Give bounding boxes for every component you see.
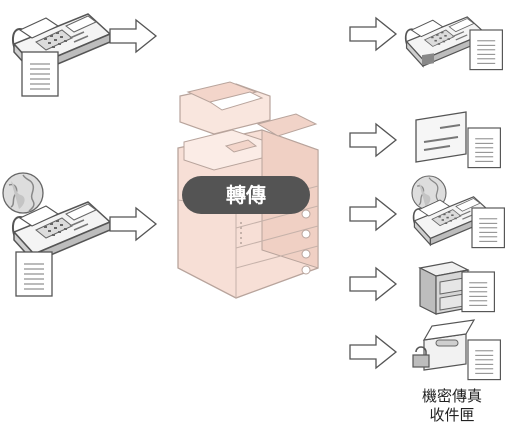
arrow-right-icon: [349, 197, 397, 231]
arrow-right-icon: [349, 17, 397, 51]
output-email: [415, 53, 501, 169]
arrow-right-icon: [349, 335, 397, 369]
email-envelope-icon: [415, 53, 467, 163]
document-icon: [467, 127, 501, 169]
arrow-right-icon: [349, 123, 397, 157]
document-icon: [471, 207, 505, 249]
document-icon: [21, 51, 59, 97]
output-internet-fax: [411, 175, 505, 249]
secure-box-icon: [412, 319, 476, 371]
input-fax: [11, 13, 111, 97]
lock-icon: [412, 346, 430, 368]
forward-label: 轉傳: [182, 176, 310, 214]
document-icon: [469, 29, 503, 71]
arrow-right-icon: [109, 19, 157, 53]
forward-pill: [182, 176, 310, 214]
input-internet-fax: [2, 172, 111, 297]
forward-text: 轉傳: [226, 183, 266, 207]
output-file-server: [418, 261, 495, 315]
output-secure-inbox: [412, 319, 501, 381]
arrow-right-icon: [109, 207, 157, 241]
output-fax: [404, 16, 503, 71]
arrow-right-icon: [349, 267, 397, 301]
document-icon: [461, 271, 495, 313]
document-icon: [15, 251, 53, 297]
file-cabinet-icon: [418, 261, 470, 315]
globe-icon: [2, 172, 44, 214]
document-icon: [467, 339, 501, 381]
secure-box-title: 機密傳真: [422, 387, 482, 405]
secure-box-subtitle: 收件匣: [429, 406, 474, 424]
